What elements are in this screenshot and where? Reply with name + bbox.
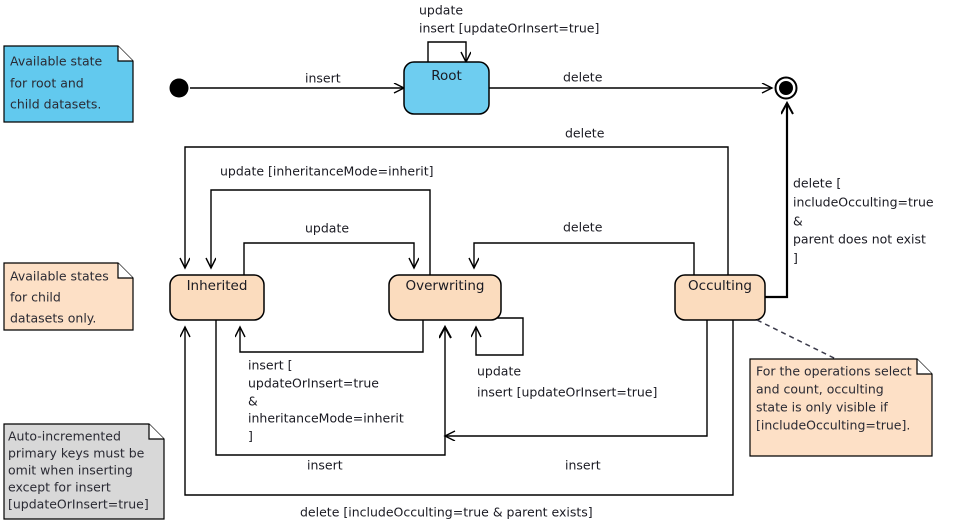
note-root-line-3: child datasets. [10, 97, 101, 112]
edge-label-insert-right: insert [565, 458, 601, 473]
note-child-line-1: Available states [10, 269, 109, 284]
state-root-label: Root [431, 68, 462, 84]
edge-label-delete-mid: delete [563, 220, 603, 235]
note-autoinc-line-5: [updateOrInsert=true] [8, 497, 149, 512]
note-root-state: Available state for root and child datas… [3, 45, 134, 123]
note-anchor-dashed-link [756, 319, 839, 361]
note-auto-increment: Auto-incremented primary keys must be om… [3, 423, 165, 520]
transition-insert-guard [240, 320, 424, 353]
initial-pseudostate [169, 78, 189, 98]
transition-occulting-to-final [760, 103, 787, 299]
edge-label-root-delete: delete [563, 70, 603, 85]
edge-label-final-guard-5: ] [793, 251, 798, 266]
transition-delete-bottom [185, 320, 734, 496]
note-occulting-line-1: For the operations select [756, 364, 912, 379]
edge-label-final-guard-3: & [793, 214, 803, 229]
state-overwriting-label: Overwriting [406, 278, 485, 294]
transition-overwriting-self [476, 317, 524, 356]
transition-update-mid [243, 242, 414, 277]
edge-label-insert-initial: insert [305, 71, 341, 86]
edge-label-final-guard-4: parent does not exist [793, 232, 926, 247]
transition-update-inheritance [211, 189, 431, 277]
state-inherited[interactable]: Inherited [169, 274, 265, 321]
transition-root-self [427, 41, 466, 68]
edge-label-delete-top: delete [565, 126, 605, 141]
edge-label-ow-self-1: update [477, 364, 521, 379]
edge-label-final-guard-2: includeOcculting=true [793, 195, 934, 210]
final-state [774, 76, 798, 100]
edge-label-update-mid: update [305, 221, 349, 236]
transition-insert-right [445, 320, 708, 436]
note-occulting-visibility: For the operations select and count, occ… [749, 358, 933, 457]
transition-delete-mid [474, 242, 695, 277]
transition-delete-top [185, 146, 729, 277]
note-root-line-2: for root and [10, 76, 84, 91]
state-overwriting[interactable]: Overwriting [388, 274, 502, 321]
edge-label-root-self-2: insert [updateOrInsert=true] [419, 21, 599, 36]
edge-label-final-guard-1: delete [ [793, 176, 841, 191]
note-child-states: Available states for child datasets only… [3, 262, 134, 331]
note-occulting-line-3: state is only visible if [756, 400, 888, 415]
state-occulting-label: Occulting [688, 278, 752, 294]
edge-label-insert-guard-3: & [248, 394, 258, 409]
state-root[interactable]: Root [403, 61, 490, 115]
note-occulting-line-4: [includeOcculting=true]. [756, 418, 910, 433]
transition-insert-left [215, 320, 445, 456]
note-child-line-2: for child [10, 290, 61, 305]
note-autoinc-line-1: Auto-incremented [8, 429, 121, 444]
note-child-line-3: datasets only. [10, 311, 96, 326]
note-root-line-1: Available state [10, 54, 103, 69]
note-autoinc-line-3: omit when inserting [8, 463, 133, 478]
note-autoinc-line-2: primary keys must be [8, 446, 145, 461]
edge-label-ow-self-2: insert [updateOrInsert=true] [477, 385, 657, 400]
note-autoinc-line-4: except for insert [8, 480, 111, 495]
edge-label-insert-guard-4: inheritanceMode=inherit [248, 411, 404, 426]
state-occulting[interactable]: Occulting [674, 274, 766, 321]
edge-label-insert-guard-5: ] [248, 429, 253, 444]
edge-label-update-inheritance: update [inheritanceMode=inherit] [220, 164, 434, 179]
note-occulting-line-2: and count, occulting [756, 382, 884, 397]
edge-label-root-self-1: update [419, 3, 463, 18]
edge-label-insert-guard-2: updateOrInsert=true [248, 376, 379, 391]
state-inherited-label: Inherited [187, 278, 248, 294]
edge-label-insert-guard-1: insert [ [248, 358, 293, 373]
edge-label-delete-bottom: delete [includeOcculting=true & parent e… [300, 505, 593, 520]
edge-label-insert-left: insert [307, 458, 343, 473]
